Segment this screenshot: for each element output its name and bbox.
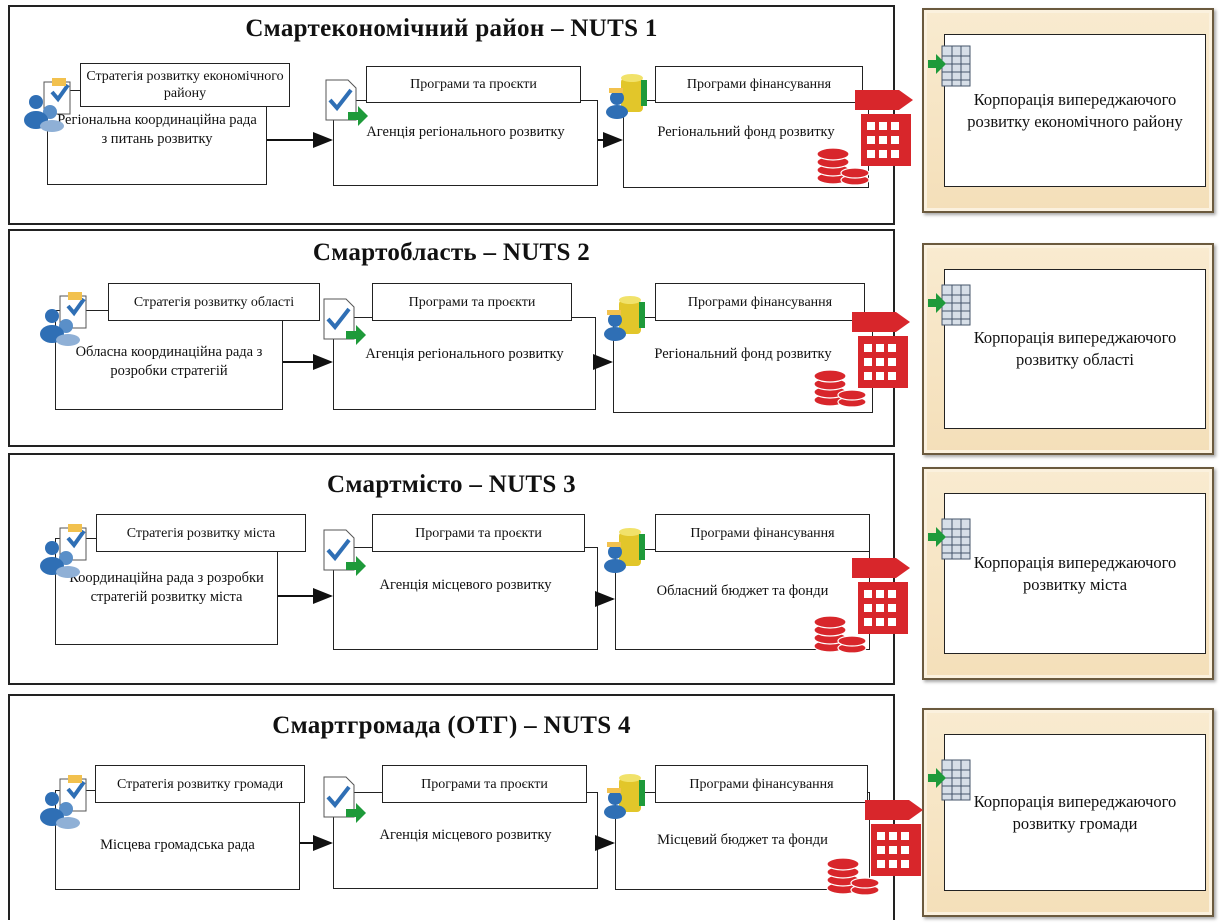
agency-label: Агенція регіонального розвитку — [365, 346, 564, 362]
council-label: Обласна координаційна рада з розробки ст… — [75, 344, 263, 379]
corporation-panel: Корпорація випереджаючого розвитку міста — [922, 467, 1214, 680]
programs-header: Програми та проєкти — [372, 283, 572, 321]
programs-header: Програми та проєкти — [366, 66, 581, 103]
fund-label: Регіональний фонд розвитку — [654, 346, 832, 362]
council-label: Місцева громадська рада — [100, 837, 255, 853]
fund-label: Обласний бюджет та фонди — [656, 583, 829, 599]
corporation-label: Корпорація випереджаючого розвитку еконо… — [944, 34, 1206, 187]
table-arrow-icon — [928, 45, 971, 87]
database-user-icon — [604, 774, 645, 819]
agency-box: Агенція регіонального розвитку — [333, 100, 598, 186]
agency-label: Агенція регіонального розвитку — [366, 124, 565, 140]
corporation-label: Корпорація випереджаючого розвитку грома… — [944, 734, 1206, 891]
financing-header: Програми фінансування — [655, 514, 870, 552]
table-arrow-icon — [928, 759, 971, 801]
level-title: Смартекономічний район – NUTS 1 — [245, 15, 658, 42]
database-user-icon — [604, 528, 645, 573]
level-title: Смартмісто – NUTS 3 — [327, 471, 576, 498]
programs-header: Програми та проєкти — [382, 765, 587, 803]
financing-header: Програми фінансування — [655, 283, 865, 321]
bank-building-coins-icon — [813, 312, 910, 408]
database-user-icon — [604, 296, 645, 341]
level-title: Смартобласть – NUTS 2 — [312, 239, 591, 266]
council-box: Координаційна рада з розробки стратегій … — [55, 538, 278, 645]
document-check-icon — [325, 79, 368, 126]
agency-label: Агенція місцевого розвитку — [379, 827, 552, 843]
agency-box: Агенція місцевого розвитку — [333, 547, 598, 650]
document-check-icon — [323, 298, 366, 345]
council-box: Обласна координаційна рада з розробки ст… — [55, 310, 283, 410]
document-check-icon — [323, 776, 366, 823]
strategy-header: Стратегія розвитку міста — [96, 514, 306, 552]
bank-building-coins-icon — [826, 800, 923, 896]
fund-label: Місцевий бюджет та фонди — [657, 832, 828, 848]
agency-box: Агенція місцевого розвитку — [333, 792, 598, 889]
people-document-icon — [40, 292, 87, 346]
financing-header: Програми фінансування — [655, 66, 863, 103]
strategy-header: Стратегія розвитку економічного району — [80, 63, 290, 107]
corporation-panel: Корпорація випереджаючого розвитку грома… — [922, 708, 1214, 917]
table-arrow-icon — [928, 284, 971, 326]
strategy-header: Стратегія розвитку громади — [95, 765, 305, 803]
corporation-panel: Корпорація випереджаючого розвитку облас… — [922, 243, 1214, 455]
fund-label: Регіональний фонд розвитку — [657, 124, 835, 140]
strategy-header: Стратегія розвитку області — [108, 283, 320, 321]
people-document-icon — [40, 775, 87, 829]
people-document-icon — [40, 524, 87, 578]
financing-header: Програми фінансування — [655, 765, 868, 803]
corporation-label: Корпорація випереджаючого розвитку міста — [944, 493, 1206, 654]
people-document-icon — [24, 78, 71, 132]
council-label: Регіональна координаційна рада з питань … — [57, 112, 257, 147]
bank-building-coins-icon — [816, 90, 913, 186]
programs-header: Програми та проєкти — [372, 514, 585, 552]
corporation-label: Корпорація випереджаючого розвитку облас… — [944, 269, 1206, 429]
council-box: Місцева громадська рада — [55, 790, 300, 890]
table-arrow-icon — [928, 518, 971, 560]
agency-box: Агенція регіонального розвитку — [333, 317, 596, 410]
corporation-panel: Корпорація випереджаючого розвитку еконо… — [922, 8, 1214, 213]
agency-label: Агенція місцевого розвитку — [379, 577, 552, 593]
database-user-icon — [606, 74, 647, 119]
council-label: Координаційна рада з розробки стратегій … — [69, 570, 264, 605]
document-check-icon — [323, 529, 366, 576]
bank-building-coins-icon — [813, 558, 910, 654]
level-title: Смартгромада (ОТГ) – NUTS 4 — [272, 712, 631, 739]
